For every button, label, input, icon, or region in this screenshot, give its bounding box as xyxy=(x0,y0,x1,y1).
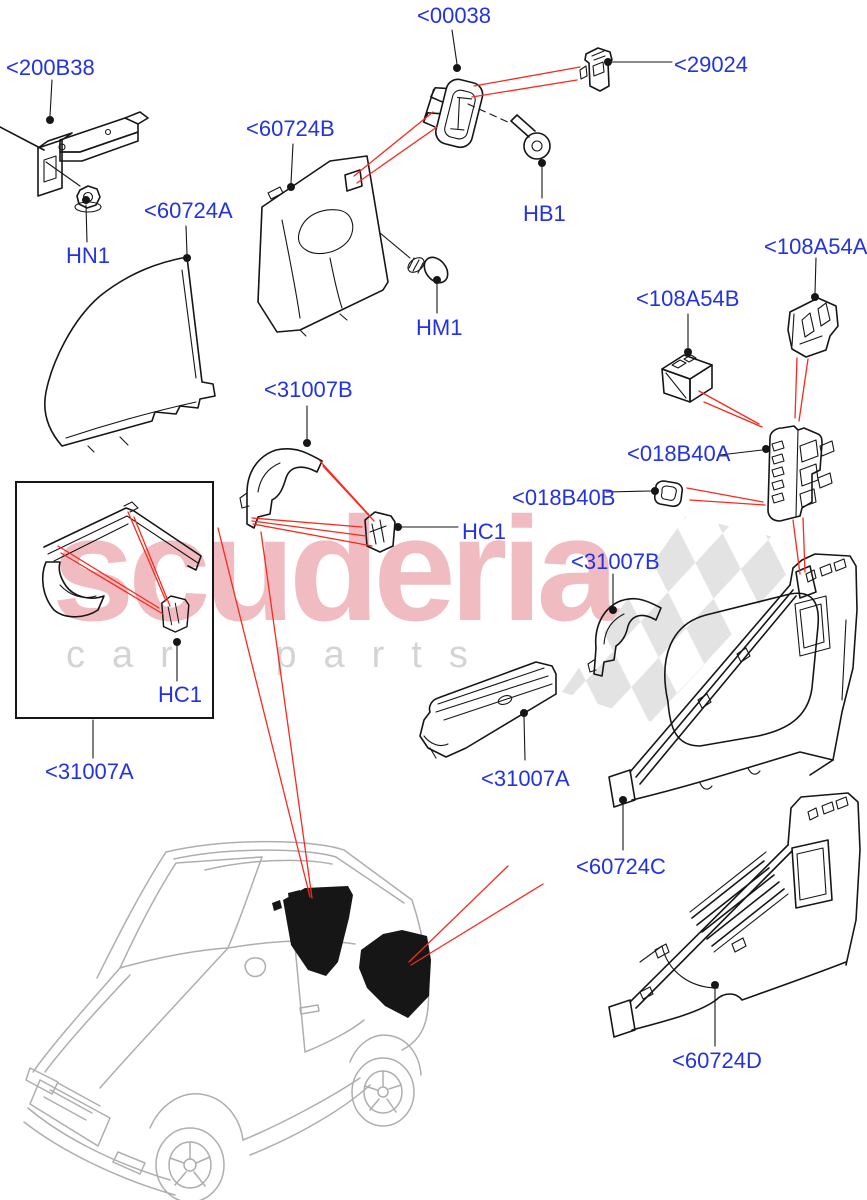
part-drawing-panel-60724A xyxy=(44,256,216,453)
part-drawing-panel-60724D xyxy=(608,792,861,1038)
part-label-HN1[interactable]: HN1 xyxy=(66,243,111,268)
part-label-108A54B[interactable]: <108A54B xyxy=(636,286,740,311)
part-label-HB1[interactable]: HB1 xyxy=(523,201,566,226)
callout-leader-lines xyxy=(45,29,819,1047)
part-label-60724C[interactable]: <60724C xyxy=(576,854,666,879)
part-label-31007A-2[interactable]: <31007A xyxy=(481,766,570,791)
part-label-HM1[interactable]: HM1 xyxy=(416,315,463,340)
boxed-part-31007A-1 xyxy=(15,481,214,719)
red-leader-lines xyxy=(57,66,809,966)
part-label-HC1-2[interactable]: HC1 xyxy=(158,682,203,707)
vehicle-locator-illustration xyxy=(23,840,431,1200)
part-label-31007B-2[interactable]: <31007B xyxy=(571,549,660,574)
part-label-200B38[interactable]: <200B38 xyxy=(6,55,95,80)
part-label-018B40B[interactable]: <018B40B xyxy=(512,485,616,510)
highlighted-trim-panel-quarter xyxy=(359,930,431,1018)
part-label-60724B[interactable]: <60724B xyxy=(246,116,335,141)
part-label-HC1-1[interactable]: HC1 xyxy=(462,519,507,544)
part-drawing-grommet-018B40B xyxy=(653,480,684,508)
part-drawing-bolt-HB1 xyxy=(467,103,551,160)
part-drawing-clip-29024 xyxy=(579,47,613,92)
part-label-31007A-1[interactable]: <31007A xyxy=(45,759,134,784)
highlighted-trim-panel-cpillar xyxy=(272,886,353,976)
part-drawing-panel-60724C xyxy=(608,553,858,808)
part-label-29024[interactable]: <29024 xyxy=(674,52,749,77)
checkered-flag-watermark xyxy=(562,516,812,722)
part-label-60724D[interactable]: <60724D xyxy=(672,1048,762,1073)
part-drawing-fusebox-bracket-018B40A xyxy=(767,425,835,522)
part-drawing-clip-108A54B xyxy=(661,354,713,403)
part-label-60724A[interactable]: <60724A xyxy=(144,198,233,223)
part-label-00038[interactable]: <00038 xyxy=(417,3,492,28)
part-drawing-sill-31007A-2 xyxy=(419,661,557,759)
watermark-tagline: car parts xyxy=(66,634,495,676)
part-drawing-panel-60724B xyxy=(257,155,389,337)
part-drawing-screw-HM1 xyxy=(379,232,449,284)
part-label-018B40A[interactable]: <018B40A xyxy=(627,441,731,466)
part-drawing-latch-00038 xyxy=(422,78,484,149)
part-drawing-bracket-108A54A xyxy=(787,297,839,358)
part-label-31007B-1[interactable]: <31007B xyxy=(264,377,353,402)
part-drawing-clip-HC1-1 xyxy=(364,511,396,553)
part-drawing-trim-31007B-1 xyxy=(239,447,323,529)
part-drawing-bracket-200B38 xyxy=(0,111,149,197)
part-label-108A54A[interactable]: <108A54A xyxy=(764,234,867,259)
